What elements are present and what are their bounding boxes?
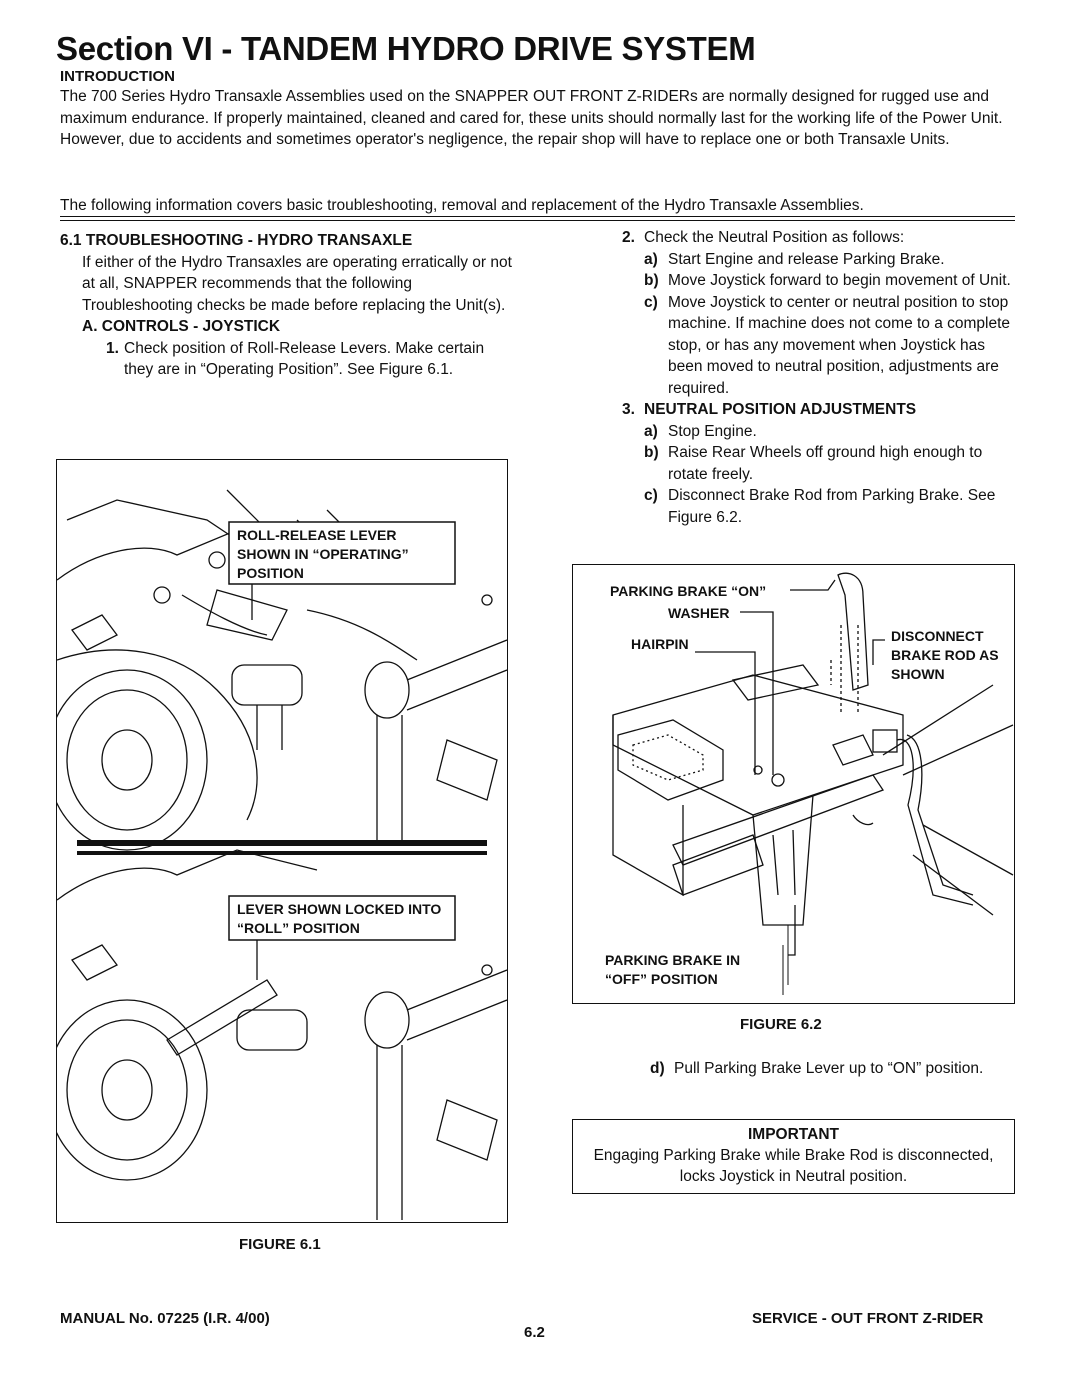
divider-rule xyxy=(60,216,1015,217)
figure-6-1-caption: FIGURE 6.1 xyxy=(239,1236,321,1253)
label-parking-brake-off: PARKING BRAKE IN “OFF” POSITION xyxy=(605,952,741,987)
step-2b-letter: b) xyxy=(644,272,659,289)
callout-operating-position: ROLL-RELEASE LEVER SHOWN IN “OPERATING” … xyxy=(237,527,409,581)
footer-page-number: 6.2 xyxy=(524,1324,545,1341)
step-3c-text: Disconnect Brake Rod from Parking Brake.… xyxy=(668,487,996,526)
step-3: 3. NEUTRAL POSITION ADJUSTMENTS xyxy=(622,399,1022,421)
intro-paragraph: The 700 Series Hydro Transaxle Assemblie… xyxy=(60,88,1003,148)
step-1-number: 1. xyxy=(106,339,119,357)
label-parking-brake-on: PARKING BRAKE “ON” xyxy=(610,583,767,599)
right-column: 2. Check the Neutral Position as follows… xyxy=(622,227,1022,528)
transaxle-illustration xyxy=(57,489,507,1220)
step-3a-letter: a) xyxy=(644,422,658,440)
step-3b-letter: b) xyxy=(644,444,659,461)
footer-manual-number: MANUAL No. 07225 (I.R. 4/00) xyxy=(60,1310,270,1327)
step-3d: d) Pull Parking Brake Lever up to “ON” p… xyxy=(650,1058,1020,1080)
label-hairpin: HAIRPIN xyxy=(631,636,689,652)
step-3c: c) Disconnect Brake Rod from Parking Bra… xyxy=(622,485,1022,528)
step-3c-letter: c) xyxy=(644,487,658,504)
footer-service-title: SERVICE - OUT FRONT Z-RIDER xyxy=(752,1310,984,1327)
step-2b: b) Move Joystick forward to begin moveme… xyxy=(622,270,1022,292)
step-3d-text: Pull Parking Brake Lever up to “ON” posi… xyxy=(674,1060,984,1077)
step-2c-letter: c) xyxy=(644,293,658,311)
important-text: Engaging Parking Brake while Brake Rod i… xyxy=(593,1147,994,1185)
step-3b-text: Raise Rear Wheels off ground high enough… xyxy=(668,444,983,483)
section-heading: 6.1 TROUBLESHOOTING - HYDRO TRANSAXLE xyxy=(60,232,413,249)
step-3a: a) Stop Engine. xyxy=(622,421,1022,443)
step-2a: a) Start Engine and release Parking Brak… xyxy=(622,249,1022,271)
step-3-number: 3. xyxy=(622,401,635,418)
section-text: If either of the Hydro Transaxles are op… xyxy=(82,253,512,314)
step-2-number: 2. xyxy=(622,229,635,246)
step-3d-letter: d) xyxy=(650,1060,665,1077)
step-2b-text: Move Joystick forward to begin movement … xyxy=(668,272,1011,289)
step-3a-text: Stop Engine. xyxy=(668,422,757,440)
step-3b: b) Raise Rear Wheels off ground high eno… xyxy=(622,442,1022,485)
sub-heading: A. CONTROLS - JOYSTICK xyxy=(82,318,281,335)
parking-brake-illustration xyxy=(612,572,1014,995)
step-1-text: Check position of Roll-Release Levers. M… xyxy=(124,339,485,379)
step-2c: c) Move Joystick to center or neutral po… xyxy=(622,292,1022,400)
page-title: Section VI - TANDEM HYDRO DRIVE SYSTEM xyxy=(56,30,756,67)
step-1: 1. Check position of Roll-Release Levers… xyxy=(60,338,515,381)
important-heading: IMPORTANT xyxy=(748,1126,839,1143)
figure-6-2-caption: FIGURE 6.2 xyxy=(740,1016,822,1033)
figure-6-1: ROLL-RELEASE LEVER SHOWN IN “OPERATING” … xyxy=(56,459,508,1223)
left-column: 6.1 TROUBLESHOOTING - HYDRO TRANSAXLE If… xyxy=(60,230,515,381)
intro-heading: INTRODUCTION xyxy=(60,68,175,85)
step-2a-text: Start Engine and release Parking Brake. xyxy=(668,250,945,268)
step-2a-letter: a) xyxy=(644,250,658,268)
step-3-heading: NEUTRAL POSITION ADJUSTMENTS xyxy=(644,401,917,418)
label-washer: WASHER xyxy=(668,605,730,621)
figure-6-2: PARKING BRAKE “ON” WASHER HAIRPIN DISCON… xyxy=(572,564,1015,1004)
step-2-text: Check the Neutral Position as follows: xyxy=(644,229,905,246)
intro-summary: The following information covers basic t… xyxy=(60,197,864,214)
divider-rule-thin xyxy=(60,220,1015,221)
step-2c-text: Move Joystick to center or neutral posit… xyxy=(668,293,1011,397)
label-disconnect-brake-rod: DISCONNECT BRAKE ROD AS SHOWN xyxy=(891,628,999,682)
step-2: 2. Check the Neutral Position as follows… xyxy=(622,227,1022,249)
callout-roll-position: LEVER SHOWN LOCKED INTO “ROLL” POSITION xyxy=(237,901,442,936)
important-box: IMPORTANT Engaging Parking Brake while B… xyxy=(572,1119,1015,1194)
